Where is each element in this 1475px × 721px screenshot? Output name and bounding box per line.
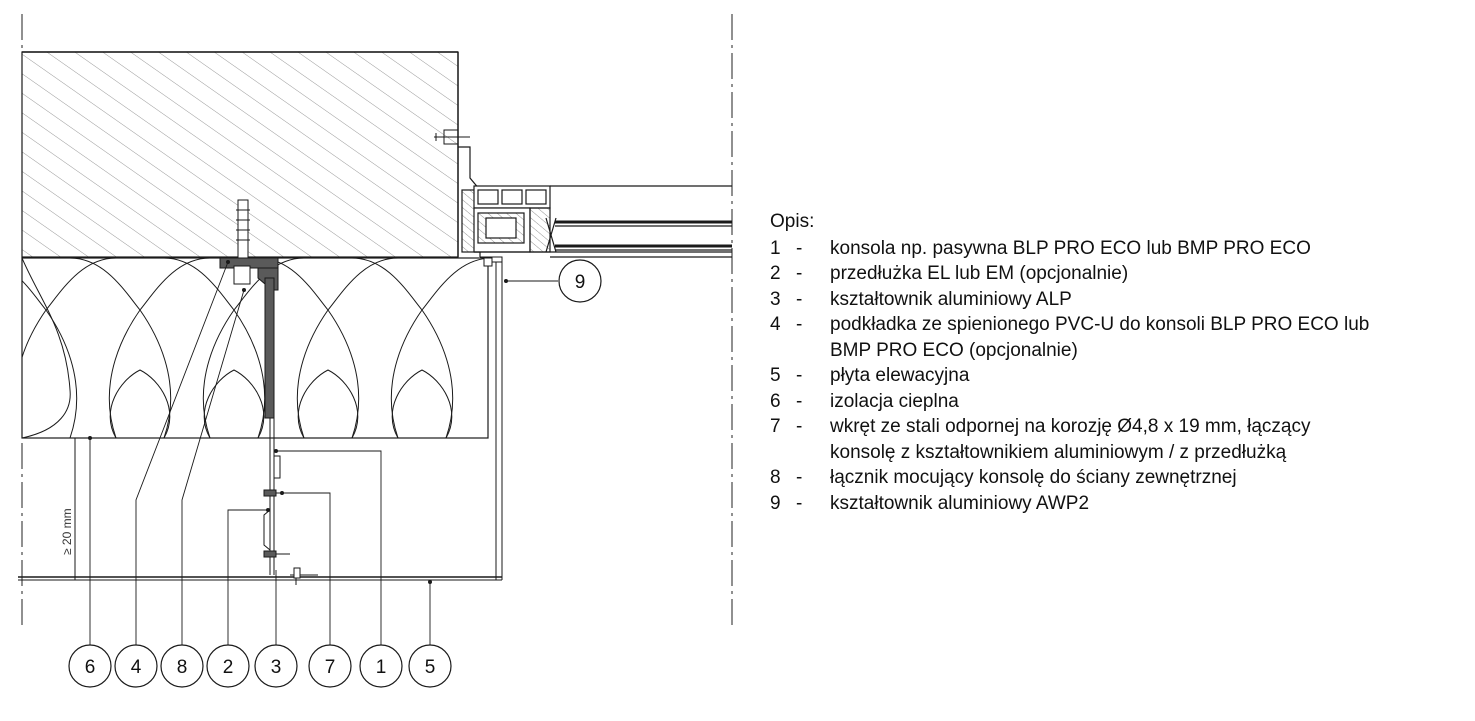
- legend-item-text: kształtownik aluminiowy AWP2: [830, 492, 1090, 514]
- legend-item-text: płyta elewacyjna: [830, 365, 970, 386]
- svg-text:9: 9: [575, 272, 586, 293]
- leader-4: [135, 261, 229, 645]
- legend-item: 1- konsola np. pasywna BLP PRO ECO lub BM…: [770, 236, 1470, 262]
- svg-text:6: 6: [85, 657, 96, 678]
- legend-item-number: 5: [770, 365, 781, 386]
- svg-text:5: 5: [425, 657, 436, 678]
- legend-item-number: 6: [770, 390, 781, 412]
- legend-item: 7- wkręt ze stali odpornej na korozję Ø4,…: [770, 414, 1470, 440]
- legend: Opis: 1-konsola np. pasywna BLP PRO ECO …: [770, 209, 1470, 516]
- callout-5: 5: [408, 644, 452, 688]
- legend-item-number: 3: [770, 288, 781, 310]
- svg-text:4: 4: [131, 657, 142, 678]
- legend-item-number: 8: [770, 467, 781, 488]
- legend-item-dash: [796, 440, 830, 466]
- legend-item-text: konsola np. pasywna BLP PRO ECO lub BMP …: [830, 237, 1311, 259]
- legend-item-text: konsolę z kształtownikiem aluminiowym / …: [830, 441, 1287, 463]
- leader-2: [227, 509, 268, 645]
- legend-item-dash: -: [796, 263, 803, 284]
- legend-item-text: BMP PRO ECO (opcjonalnie): [830, 339, 1078, 361]
- legend-item-text: przedłużka EL lub EM (opcjonalnie): [830, 263, 1129, 284]
- legend-item-number: 9: [770, 492, 781, 514]
- svg-text:8: 8: [177, 657, 188, 678]
- legend-item-dash: -: [796, 288, 803, 310]
- legend-item-dash: -: [796, 314, 803, 335]
- svg-text:3: 3: [271, 657, 282, 678]
- leader-7: [282, 492, 331, 645]
- leader-1: [276, 450, 382, 645]
- callout-9: 9: [558, 259, 602, 303]
- legend-item-dash: [796, 338, 830, 364]
- legend-item-number: [770, 338, 796, 364]
- svg-text:1: 1: [376, 657, 387, 678]
- callout-7: 7: [308, 644, 352, 688]
- svg-text:7: 7: [325, 657, 336, 678]
- legend-item-dash: -: [796, 416, 803, 437]
- legend-item: 5- płyta elewacyjna: [770, 363, 1470, 389]
- callout-8: 8: [160, 644, 204, 688]
- legend-item: 8- łącznik mocujący konsolę do ściany zew…: [770, 465, 1470, 491]
- legend-item-text: wkręt ze stali odpornej na korozję Ø4,8 …: [830, 416, 1311, 437]
- legend-item-dash: -: [796, 467, 803, 488]
- legend-item-text: izolacja cieplna: [830, 390, 959, 412]
- legend-item-dash: -: [796, 237, 803, 259]
- legend-item: 3- kształtownik aluminiowy ALP: [770, 287, 1470, 313]
- facade-panel: [18, 567, 502, 585]
- alp-profile: [263, 418, 290, 575]
- leader-8: [181, 289, 245, 645]
- legend-item-number: [770, 440, 796, 466]
- callout-1: 1: [359, 644, 403, 688]
- legend-item-dash: -: [796, 492, 803, 514]
- legend-item-continuation: BMP PRO ECO (opcjonalnie): [770, 338, 1470, 364]
- legend-item-text: łącznik mocujący konsolę do ściany zewnę…: [830, 467, 1237, 488]
- legend-item: 9- kształtownik aluminiowy AWP2: [770, 491, 1470, 517]
- dimension-label: ≥ 20 mm: [60, 508, 74, 555]
- dimension-min-gap: ≥ 20 mm: [60, 437, 80, 581]
- technical-drawing: ≥ 20 mm 6 4 8 2 3 7 1 5 9: [18, 14, 733, 688]
- console-bracket: [219, 199, 279, 419]
- svg-text:2: 2: [223, 657, 234, 678]
- legend-item-text: kształtownik aluminiowy ALP: [830, 288, 1072, 310]
- legend-items: 1-konsola np. pasywna BLP PRO ECO lub BM…: [770, 236, 1470, 517]
- legend-item-number: 1: [770, 237, 781, 259]
- legend-item-continuation: konsolę z kształtownikiem aluminiowym / …: [770, 440, 1470, 466]
- leader-lines: [89, 261, 558, 645]
- legend-item-number: 2: [770, 263, 781, 284]
- legend-item: 4- podkładka ze spienionego PVC-U do kons…: [770, 312, 1470, 338]
- legend-item-number: 4: [770, 314, 781, 335]
- legend-item: 6- izolacja cieplna: [770, 389, 1470, 415]
- thermal-insulation: [21, 257, 489, 439]
- awp2-profile: [480, 256, 503, 580]
- callout-3: 3: [254, 644, 298, 688]
- callout-6: 6: [68, 644, 112, 688]
- legend-item-dash: -: [796, 390, 803, 412]
- callout-2: 2: [206, 644, 250, 688]
- legend-item-text: podkładka ze spienionego PVC-U do konsol…: [830, 314, 1370, 335]
- legend-item-dash: -: [796, 365, 803, 386]
- callout-4: 4: [114, 644, 158, 688]
- window-frame: [458, 146, 732, 258]
- wall-anchor: [434, 129, 470, 145]
- legend-item-number: 7: [770, 416, 781, 437]
- legend-title: Opis:: [770, 211, 815, 232]
- legend-item: 2- przedłużka EL lub EM (opcjonalnie): [770, 261, 1470, 287]
